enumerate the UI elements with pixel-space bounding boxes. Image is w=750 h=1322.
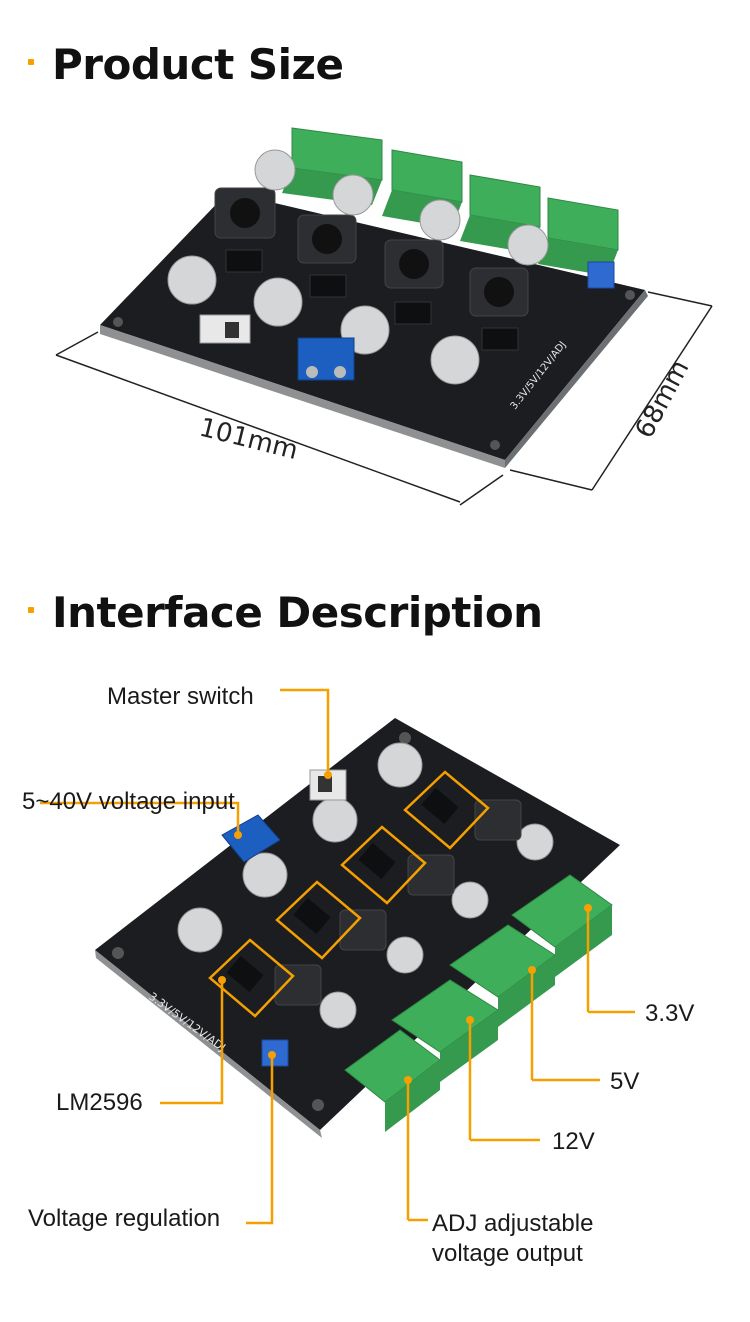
label-out-5v: 5V (610, 1068, 640, 1095)
mounting-hole (399, 732, 411, 744)
inductors (214, 187, 529, 317)
section-title-interface: Interface Description (28, 588, 543, 637)
screw-icon (306, 366, 318, 378)
section-title-product-size: Product Size (28, 40, 344, 89)
interface-image: 3.3V/5V/12V/ADJ (40, 688, 635, 1225)
mounting-hole (312, 1099, 324, 1111)
width-dimension: 101mm (196, 413, 301, 466)
potentiometer (587, 261, 615, 289)
inductors (274, 799, 522, 1006)
screw-icon (334, 366, 346, 378)
height-dimension: 68mm (630, 355, 696, 443)
product-size-image: 3.3V/5V/12V/ADJ 101mm 68mm (55, 127, 713, 506)
label-master-switch: Master switch (107, 683, 254, 710)
mounting-hole (112, 947, 124, 959)
mounting-hole (113, 317, 123, 327)
capacitors (177, 742, 554, 1029)
title-text: Product Size (52, 40, 344, 89)
label-voltage-regulation: Voltage regulation (28, 1205, 221, 1232)
mounting-hole (490, 440, 500, 450)
mounting-hole (625, 290, 635, 300)
inductor-cores (230, 198, 514, 307)
title-text: Interface Description (52, 588, 543, 637)
label-lm2596: LM2596 (56, 1089, 143, 1116)
bullet-icon (28, 606, 34, 613)
pcb-edge-side (505, 290, 648, 468)
label-voltage-input: 5~40V voltage input (22, 788, 235, 815)
label-adj-line2: voltage output (432, 1240, 583, 1267)
dimension-lines (55, 291, 713, 506)
pcb-edge (95, 950, 322, 1138)
label-adj-line1: ADJ adjustable (432, 1210, 594, 1237)
callout-dots (218, 771, 592, 1084)
switch-knob (318, 776, 332, 792)
terminal-blocks (344, 874, 613, 1132)
lm2596-chips (208, 770, 490, 1018)
callout-lines (40, 688, 635, 1225)
label-out-3-3v: 3.3V (645, 1000, 695, 1027)
switch-knob (225, 322, 239, 338)
pcb-edge (100, 325, 505, 468)
lm2596-chips (225, 249, 519, 351)
blue-input-terminal (221, 814, 281, 863)
bullet-icon (28, 58, 34, 65)
label-out-12v: 12V (552, 1128, 595, 1155)
